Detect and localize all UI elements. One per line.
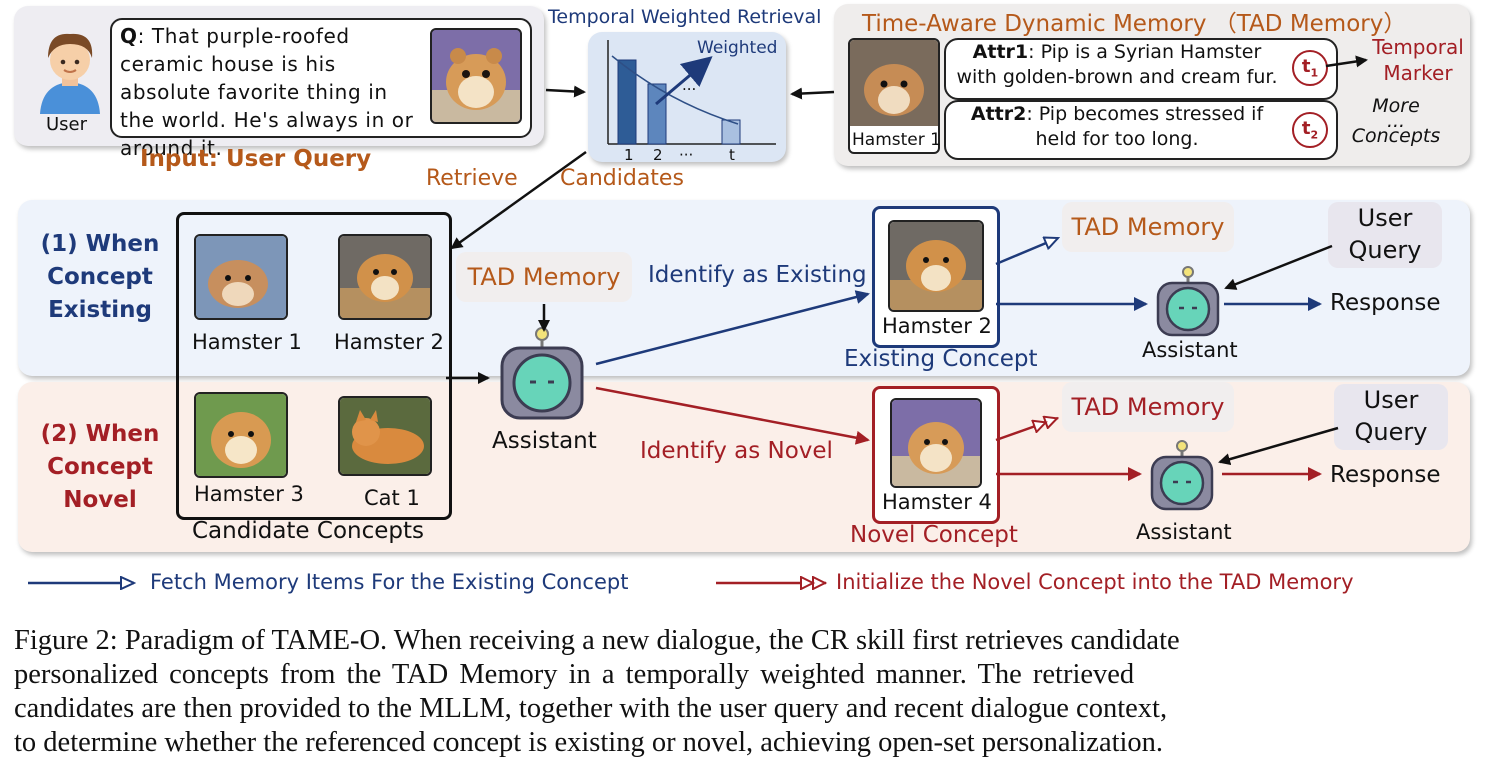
candidate-box bbox=[176, 212, 452, 520]
caption-line-3: candidates are then provided to the MLLM… bbox=[14, 693, 1168, 724]
center-assistant-label: Assistant bbox=[492, 428, 597, 454]
novel-assistant-label: Assistant bbox=[1136, 520, 1232, 544]
novel-concept-photo bbox=[890, 398, 982, 488]
existing-response-label: Response bbox=[1330, 290, 1441, 316]
hamster-image-icon bbox=[850, 40, 938, 126]
candidate-photo-hamster-3 bbox=[194, 392, 288, 478]
tick-1: 1 bbox=[624, 146, 634, 164]
arrow-retrieve-candidates bbox=[450, 150, 587, 250]
arrow-novel-init bbox=[995, 418, 1058, 442]
attr2-key: Attr2 bbox=[970, 103, 1027, 125]
retrieval-title: Temporal Weighted Retrieval bbox=[548, 6, 822, 28]
legend-fetch-label: Fetch Memory Items For the Existing Conc… bbox=[150, 570, 629, 594]
t2-marker: t2 bbox=[1292, 112, 1328, 148]
query-prefix: Q bbox=[120, 24, 138, 48]
caption-line-1: Figure 2: Paradigm of TAME-O. When recei… bbox=[14, 625, 1180, 656]
caption-line-4: to determine whether the referenced conc… bbox=[14, 727, 1164, 758]
weighted-label: Weighted bbox=[697, 38, 778, 58]
arrow-tad-to-retrieval bbox=[790, 87, 835, 100]
assistant-robot-icon bbox=[500, 327, 584, 420]
query-hamster-photo bbox=[430, 28, 522, 124]
retrieve-label: Retrieve bbox=[426, 166, 518, 191]
existing-concept-label: Hamster 2 bbox=[882, 314, 992, 338]
hamster-image-icon bbox=[196, 236, 286, 318]
novel-tad-memory-chip: TAD Memory bbox=[1062, 382, 1234, 432]
attr1-box bbox=[944, 38, 1338, 100]
arrows-layer bbox=[28, 55, 1368, 600]
more-concepts-label: More ... Concepts bbox=[1351, 95, 1441, 147]
query-text: Q: That purple-roofed ceramic house is h… bbox=[120, 22, 420, 162]
legend-init-label: Initialize the Novel Concept into the TA… bbox=[836, 570, 1354, 594]
user-label: User bbox=[46, 114, 88, 135]
novel-assistant-robot-icon bbox=[1150, 440, 1214, 511]
arrow-existing-uq bbox=[1224, 244, 1333, 290]
candidate-photo-hamster-2 bbox=[338, 234, 432, 320]
tad-hamster-photo bbox=[848, 38, 940, 154]
candidate-caption: Candidate Concepts bbox=[192, 518, 424, 544]
existing-tad-memory-chip: TAD Memory bbox=[1062, 202, 1234, 252]
candidate-label-2: Hamster 2 bbox=[334, 330, 444, 354]
candidate-label-3: Hamster 3 bbox=[194, 482, 304, 506]
existing-assistant-robot-icon bbox=[1156, 266, 1220, 337]
tad-hamster-label: Hamster 1 bbox=[852, 130, 941, 150]
arrow-novel-uq bbox=[1218, 426, 1339, 465]
arrow-identify-novel bbox=[595, 386, 870, 445]
retrieval-dots: ... bbox=[682, 76, 697, 94]
attr2-box bbox=[944, 100, 1338, 160]
novel-case-title: (2) When Concept Novel bbox=[40, 421, 160, 513]
candidate-photo-cat-1 bbox=[338, 396, 432, 476]
tad-title: Time-Aware Dynamic Memory （TAD Memory） bbox=[862, 11, 1407, 37]
attr2-text: Attr2: Pip becomes stressed if held for … bbox=[950, 102, 1284, 152]
novel-concept-caption: Novel Concept bbox=[850, 522, 1018, 548]
center-tad-memory-chip: TAD Memory bbox=[456, 252, 632, 302]
existing-concept-photo bbox=[888, 220, 984, 312]
query-body: : That purple-roofed ceramic house is hi… bbox=[120, 24, 414, 160]
figure-caption: Figure 2: Paradigm of TAME-O. When recei… bbox=[14, 624, 1480, 760]
hamster-image-icon bbox=[432, 30, 520, 122]
attr1-text: Attr1: Pip is a Syrian Hamster with gold… bbox=[950, 40, 1284, 90]
retrieval-chart bbox=[607, 40, 776, 145]
caption-line-2: personalized concepts from the TAD Memor… bbox=[14, 659, 1135, 690]
candidate-label-1: Hamster 1 bbox=[192, 330, 302, 354]
candidate-photo-hamster-1 bbox=[194, 234, 288, 320]
novel-concept-label: Hamster 4 bbox=[882, 490, 992, 514]
existing-assistant-label: Assistant bbox=[1142, 338, 1238, 362]
candidate-label-4: Cat 1 bbox=[364, 486, 420, 510]
identify-existing-label: Identify as Existing bbox=[648, 262, 867, 288]
candidates-label: Candidates bbox=[560, 166, 684, 191]
attr2-body: : Pip becomes stressed if held for too l… bbox=[1026, 103, 1264, 150]
hamster-image-icon bbox=[340, 236, 430, 318]
retrieval-bar-t bbox=[721, 119, 741, 145]
cat-image-icon bbox=[340, 398, 430, 474]
hamster-image-icon bbox=[892, 400, 980, 486]
arrow-input-to-retrieval bbox=[545, 85, 586, 98]
arrow-existing-fetch bbox=[995, 238, 1058, 266]
attr1-key: Attr1 bbox=[972, 41, 1029, 63]
arrow-identify-existing bbox=[595, 290, 870, 366]
novel-user-query-chip: User Query bbox=[1334, 384, 1448, 450]
novel-response-label: Response bbox=[1330, 462, 1441, 488]
temporal-marker-label: Temporal Marker bbox=[1372, 35, 1464, 85]
user-avatar-icon bbox=[40, 33, 100, 114]
attr1-body: : Pip is a Syrian Hamster with golden-br… bbox=[956, 41, 1278, 88]
existing-user-query-chip: User Query bbox=[1328, 202, 1442, 268]
hamster-image-icon bbox=[196, 394, 286, 476]
hamster-image-icon bbox=[890, 222, 982, 310]
tick-dots: ··· bbox=[679, 146, 694, 164]
retrieval-bar-1 bbox=[617, 59, 637, 145]
existing-case-title: (1) When Concept Existing bbox=[40, 231, 160, 323]
identify-novel-label: Identify as Novel bbox=[640, 438, 833, 464]
arrow-temporal-marker bbox=[1325, 55, 1368, 68]
tick-t: t bbox=[729, 146, 735, 164]
existing-concept-caption: Existing Concept bbox=[844, 346, 1038, 372]
tick-2: 2 bbox=[653, 146, 663, 164]
user-avatar bbox=[30, 22, 110, 122]
t1-marker: t1 bbox=[1292, 50, 1328, 86]
input-title: Input: User Query bbox=[140, 146, 372, 172]
